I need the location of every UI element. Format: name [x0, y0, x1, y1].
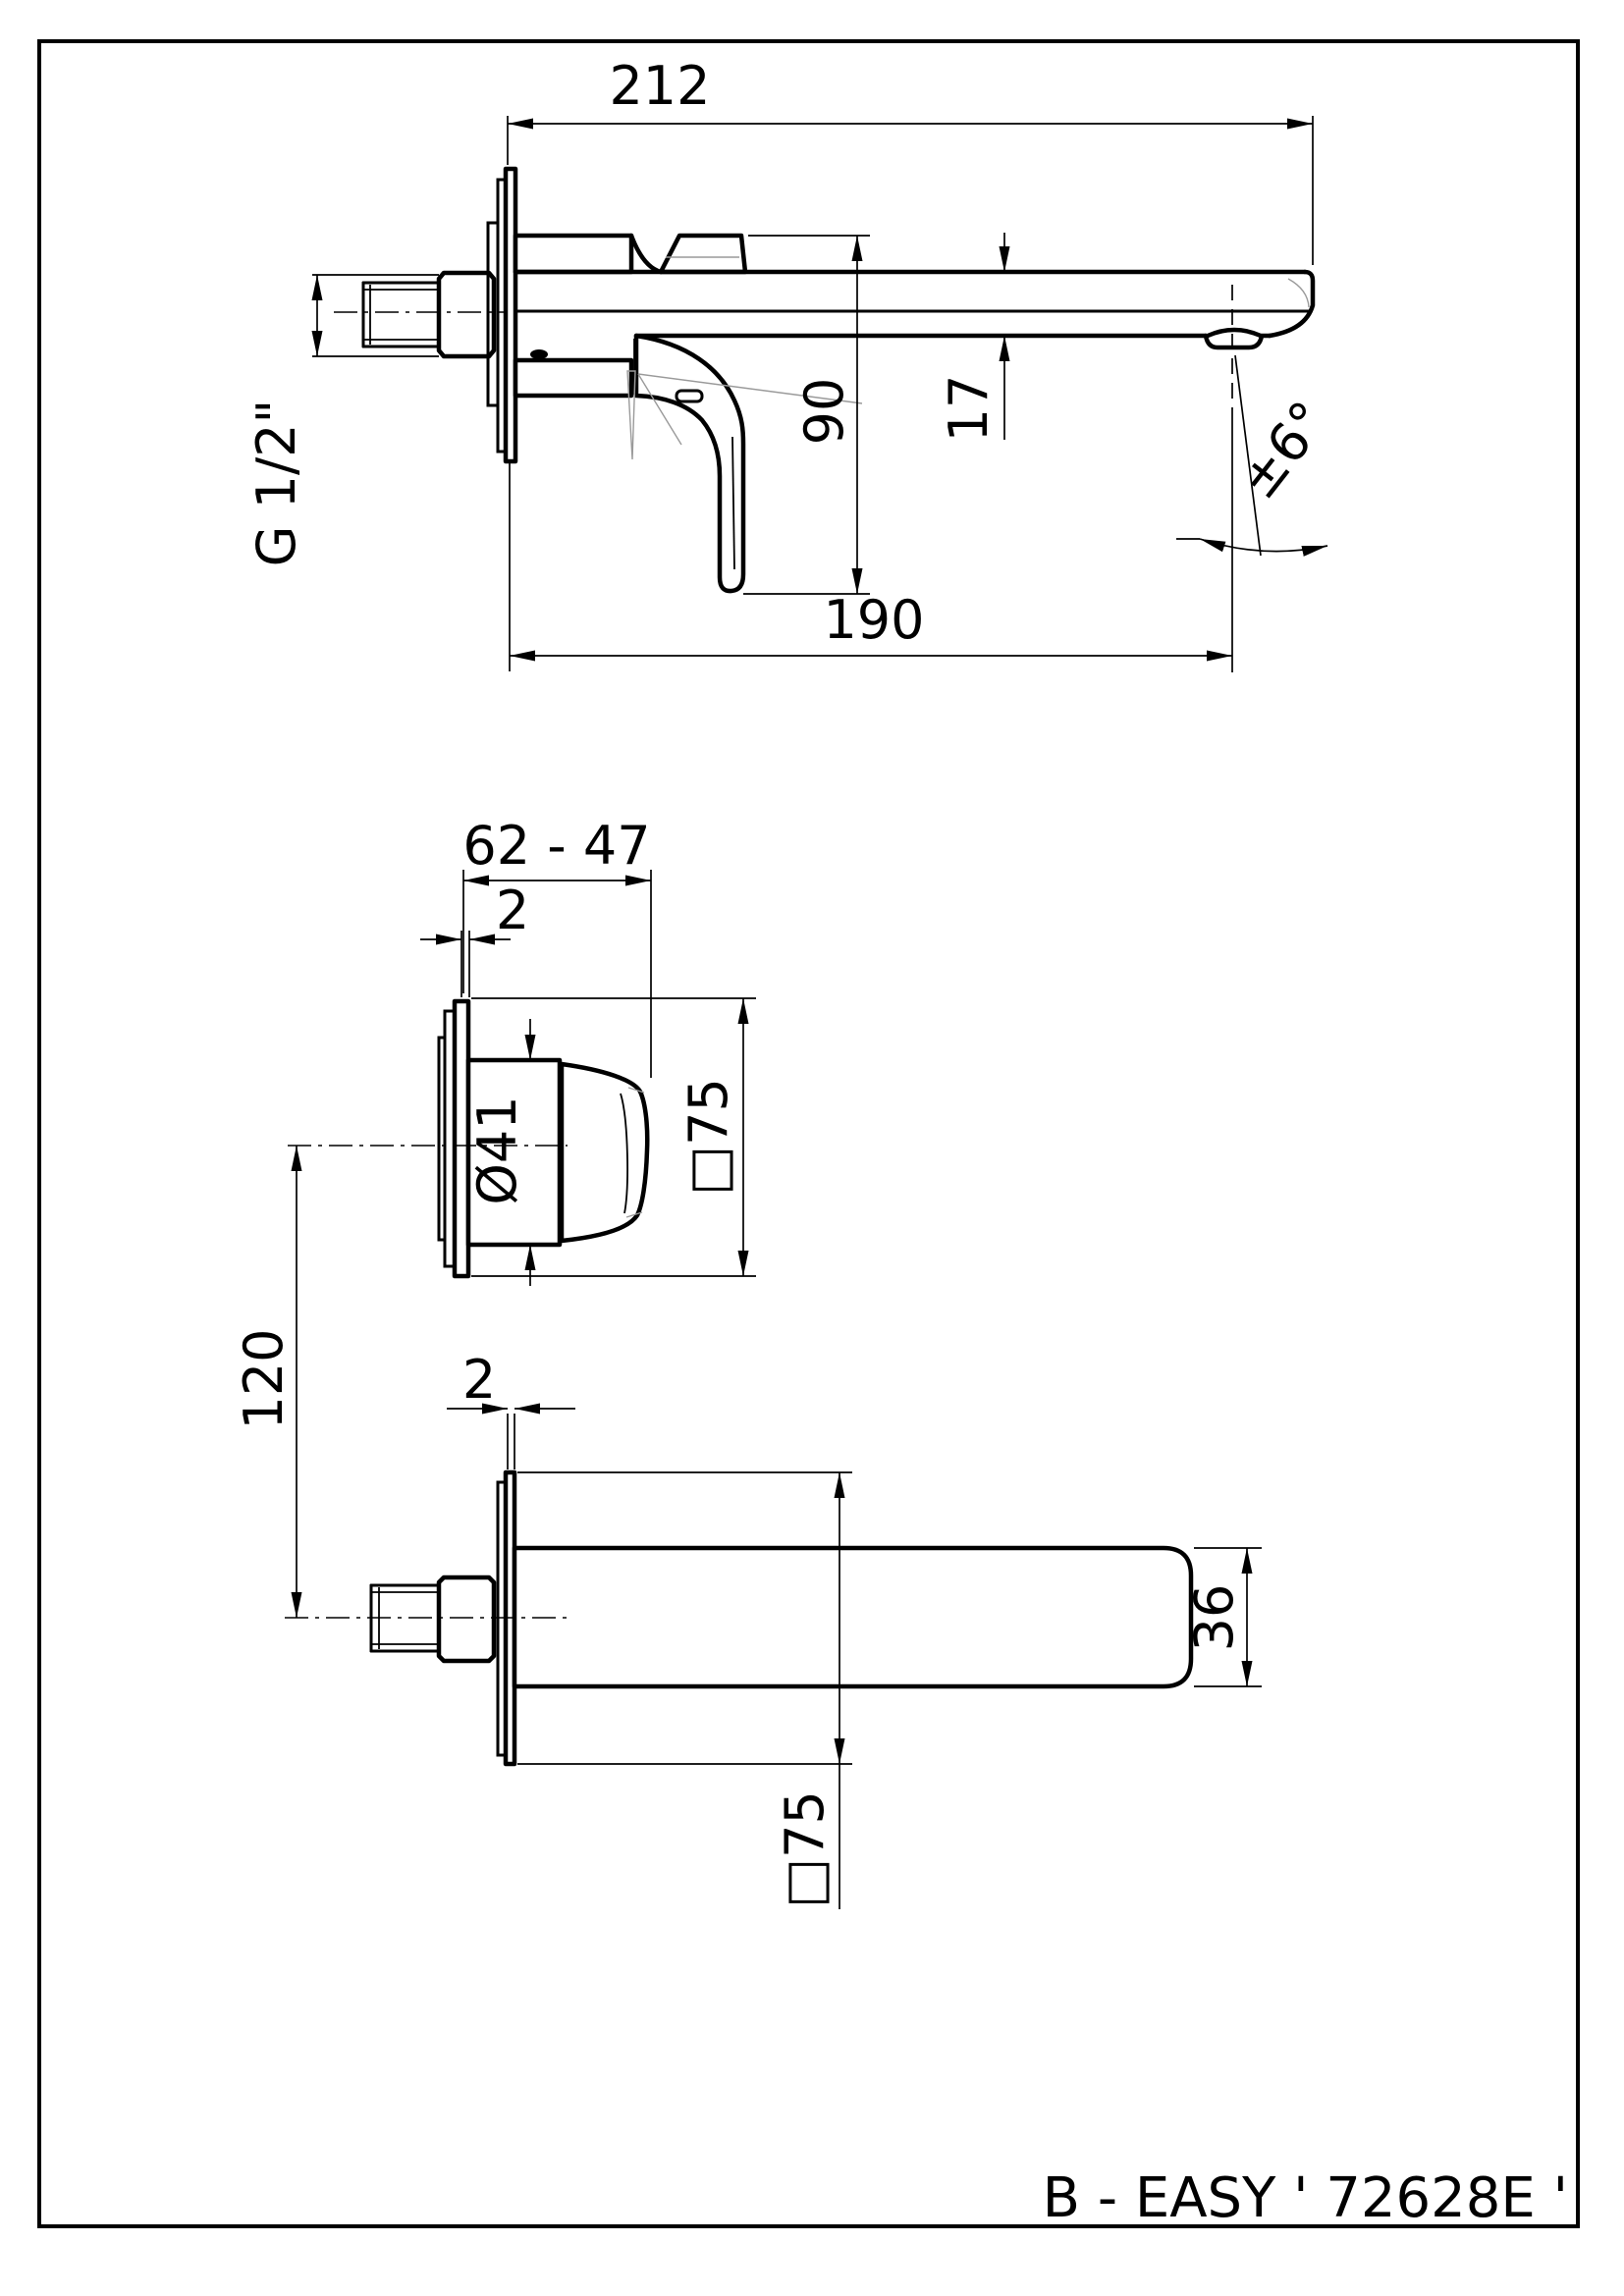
body-lower-block: [513, 357, 634, 399]
wall-plate-edge: [503, 166, 518, 464]
spout-body: [512, 1545, 1194, 1689]
dim-sq75-mixer-label: □75: [677, 1078, 739, 1196]
lever-handle: [633, 333, 746, 594]
side-elevation-view: 212 90 17 190 G 1/2" ±6°: [245, 55, 1340, 672]
dim-36-label: 36: [1183, 1584, 1245, 1652]
dim-62-47-label: 62 - 47: [462, 815, 650, 877]
model-title: B - EASY ' 72628E ': [1043, 2166, 1568, 2230]
aerator: [1205, 327, 1264, 339]
dim-17-label: 17: [938, 375, 1000, 443]
mixer-body-view: 62 - 47 2 Ø41 □75 120: [233, 815, 756, 1618]
dim-d41-label: Ø41: [466, 1095, 528, 1204]
dim-190-label: 190: [823, 589, 924, 651]
spout-inlet-nut: [436, 1575, 497, 1664]
dim-swivel-label: ±6°: [1227, 390, 1340, 510]
dim-sq75-spout-label: □75: [774, 1790, 836, 1908]
inlet-nut: [436, 270, 497, 359]
dim-thread-label: G 1/2": [245, 400, 307, 567]
mixer-sleeve: [465, 1057, 563, 1248]
drawing-border: [37, 39, 1580, 2228]
body-upper-block: [513, 233, 634, 275]
dim-90-label: 90: [793, 378, 855, 446]
set-screw-dot: [530, 349, 548, 359]
dim-120-label: 120: [233, 1328, 295, 1429]
cartridge-cap: [658, 233, 748, 275]
dim-2-mixer-label: 2: [496, 880, 529, 941]
dim-2-spout-label: 2: [462, 1349, 496, 1411]
dim-212-label: 212: [609, 55, 710, 117]
spout-view: 2 □75 36: [285, 1349, 1262, 1909]
lever-pivot: [675, 389, 704, 403]
